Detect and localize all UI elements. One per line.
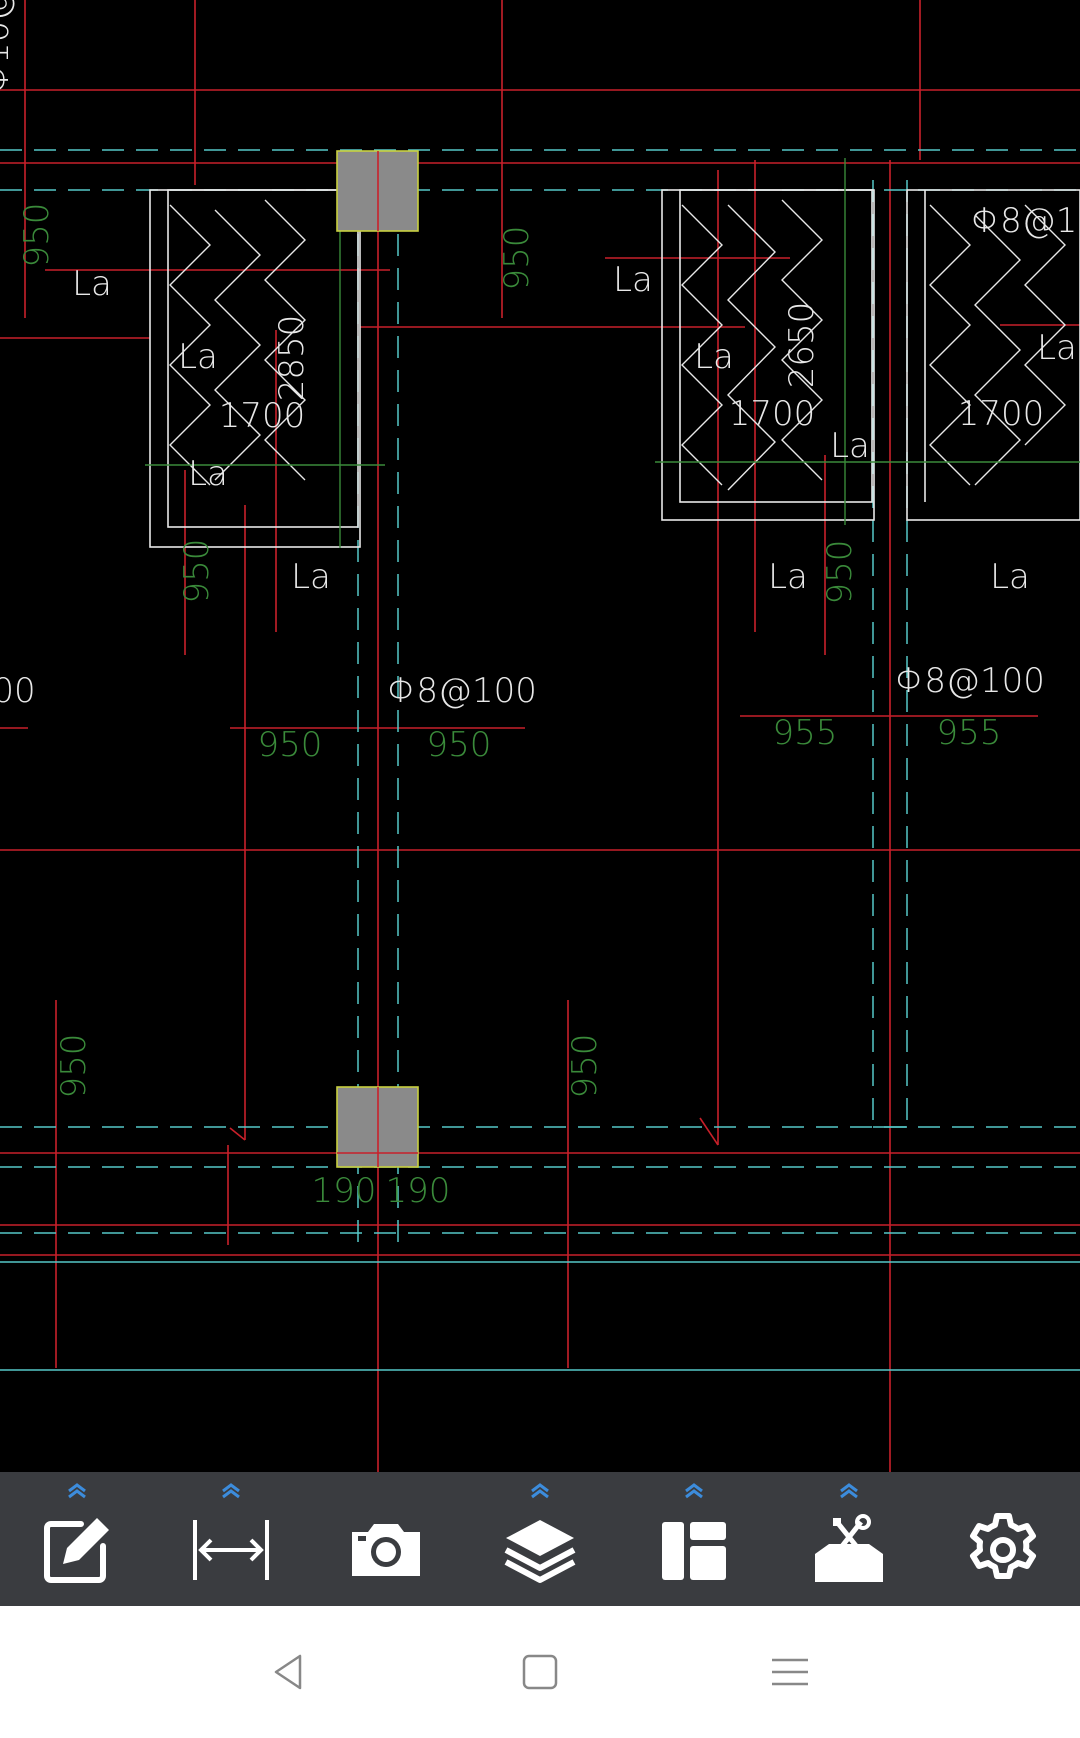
drawing-label: La xyxy=(990,557,1030,597)
drawing-label: 950 xyxy=(427,725,492,765)
chevron-up-icon xyxy=(839,1483,858,1499)
drawing-label: 950 xyxy=(497,226,537,291)
drawing-label: 955 xyxy=(773,713,838,753)
drawing-label: Φ8@10 xyxy=(971,201,1080,241)
drawing-label: 2650 xyxy=(782,302,822,389)
menu-button[interactable] xyxy=(760,1642,820,1702)
drawing-label: 950 xyxy=(565,1034,605,1099)
cyan-solid-lines xyxy=(0,1126,1080,1371)
layers-icon xyxy=(504,1520,576,1583)
chevron-up-icon xyxy=(68,1483,87,1499)
drawing-label: 950 xyxy=(54,1034,94,1099)
drawing-label: La xyxy=(613,260,653,300)
drawing-label: 190 xyxy=(386,1171,451,1211)
drawing-label: 950 xyxy=(17,203,57,268)
dimension-arrow-icon xyxy=(193,1520,270,1580)
drawing-label: 2850 xyxy=(272,315,312,402)
menu-icon xyxy=(772,1658,808,1686)
drawing-label: La xyxy=(72,264,112,304)
drawing-label: Φ8@100 xyxy=(387,671,537,711)
rebar-hatch xyxy=(169,199,1066,491)
drawing-label: La xyxy=(768,557,808,597)
chevron-up-icon xyxy=(685,1483,704,1499)
toolbox-icon xyxy=(814,1514,883,1582)
drawing-label: 950 xyxy=(820,540,860,605)
drawing-label: La xyxy=(830,426,870,466)
drawing-label: La xyxy=(694,337,734,377)
drawing-label: 1700 xyxy=(958,394,1045,434)
drawing-label: 190 xyxy=(312,1171,377,1211)
drawing-label: La xyxy=(291,557,331,597)
edit-annotation-button[interactable] xyxy=(22,1472,132,1606)
home-icon xyxy=(522,1654,558,1690)
back-icon xyxy=(274,1654,302,1690)
drawing-label: La xyxy=(178,337,218,377)
pencil-square-icon xyxy=(44,1518,110,1583)
drawing-label: 1700 xyxy=(219,396,306,436)
drawing-label: Φ10@ xyxy=(0,0,17,93)
drawing-label: La xyxy=(1037,328,1077,368)
bottom-toolbar xyxy=(0,1472,1080,1606)
red-gridlines xyxy=(0,0,1080,1472)
drawing-label: Φ8@100 xyxy=(895,661,1045,701)
chevron-up-icon xyxy=(531,1483,549,1499)
rebar-outlines xyxy=(149,189,1080,548)
drawing-label: La xyxy=(188,454,228,494)
layers-button[interactable] xyxy=(485,1472,595,1606)
drawing-label: 950 xyxy=(258,725,323,765)
columns xyxy=(336,150,419,1168)
home-button[interactable] xyxy=(510,1642,570,1702)
screenshot-button[interactable] xyxy=(331,1472,441,1606)
drawing-label: 955 xyxy=(937,713,1002,753)
chevron-up-icon xyxy=(222,1483,241,1499)
cad-drawing[interactable]: LaLa17002850La950950950LaLaLa17002650LaΦ… xyxy=(0,0,1080,1472)
layout-button[interactable] xyxy=(639,1472,749,1606)
drawing-label: 00 xyxy=(0,671,36,711)
drawing-label: 950 xyxy=(177,539,217,604)
back-button[interactable] xyxy=(260,1642,320,1702)
toolbox-button[interactable] xyxy=(794,1472,904,1606)
measure-button[interactable] xyxy=(176,1472,286,1606)
gear-icon xyxy=(969,1513,1036,1579)
camera-icon xyxy=(351,1524,420,1576)
system-navigation-bar xyxy=(0,1606,1080,1738)
layout-panels-icon xyxy=(662,1522,727,1580)
drawing-label: 1700 xyxy=(729,394,816,434)
settings-button[interactable] xyxy=(948,1472,1058,1606)
